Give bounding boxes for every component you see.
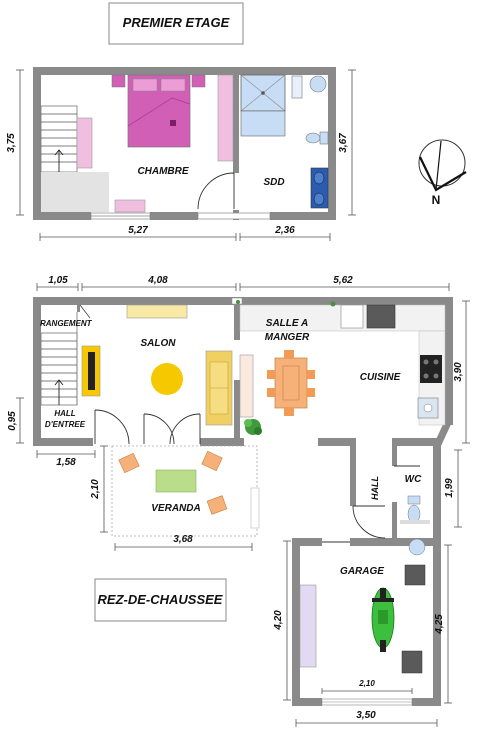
veranda [111, 445, 260, 537]
room-label-rangement: RANGEMENT [40, 319, 93, 328]
room-label-sdd: SDD [263, 177, 284, 188]
dim-upper-height-left: 3,75 [6, 133, 17, 153]
dim-upper-width-sdd: 2,36 [274, 225, 295, 236]
dining-table [267, 350, 315, 416]
dim-hall-entree-height: 0,95 [7, 411, 18, 431]
upper-floor-title: PREMIER ETAGE [123, 15, 230, 30]
sdd-fixtures [291, 75, 329, 209]
dim-veranda-width: 3,68 [173, 534, 193, 545]
room-label-salle-a-manger-line2: MANGER [265, 332, 310, 343]
upper-staircase [40, 105, 109, 212]
round-rug [151, 363, 183, 395]
room-label-salle-a-manger-line1: SALLE A [266, 318, 308, 329]
room-label-salon: SALON [141, 338, 177, 349]
chest [114, 199, 146, 213]
dim-wc-height: 1,99 [444, 478, 455, 498]
room-label-garage: GARAGE [340, 566, 384, 577]
ground-doors [94, 409, 420, 543]
room-label-hall-entree-line1: HALL [54, 409, 75, 418]
upper-dimension-lines [16, 69, 356, 241]
room-label-hall-entree-line2: D'ENTREE [45, 420, 86, 429]
sofa [205, 350, 233, 426]
wc-fixtures [400, 495, 430, 556]
dim-garage-door: 2,10 [358, 679, 375, 688]
dim-upper-width-chambre: 5,27 [128, 225, 148, 236]
upper-title-box [108, 2, 244, 45]
dim-garage-width: 3,50 [356, 710, 376, 721]
garage-contents [299, 564, 426, 674]
room-label-chambre: CHAMBRE [137, 166, 188, 177]
room-label-wc: WC [405, 474, 422, 485]
ground-dimension-lines [16, 283, 470, 727]
compass [418, 139, 467, 192]
kitchen [236, 300, 446, 426]
wardrobe [217, 74, 234, 162]
shower [240, 74, 286, 137]
dim-upper-height-right: 3,67 [338, 133, 349, 153]
dim-garage-left: 4,20 [273, 610, 284, 631]
ground-title-box [94, 578, 227, 622]
dim-ground-top-1: 1,05 [48, 275, 68, 286]
ground-staircase [40, 304, 91, 406]
dim-ground-top-3: 5,62 [333, 275, 353, 286]
dim-ground-top-2: 4,08 [147, 275, 168, 286]
dim-veranda-height: 2,10 [90, 479, 101, 500]
dim-ground-right: 3,90 [453, 362, 464, 382]
upper-windows [90, 212, 271, 220]
tv-unit [81, 345, 101, 397]
dim-garage-right: 4,25 [434, 614, 445, 635]
motorcycle-icon [371, 587, 395, 652]
chambre-door [197, 172, 235, 210]
bench [76, 117, 93, 169]
sideboard [239, 354, 254, 418]
dim-hall-entree-width: 1,58 [56, 457, 76, 468]
room-label-hall: HALL [370, 476, 380, 500]
room-label-cuisine: CUISINE [360, 372, 401, 383]
ground-floor-title: REZ-DE-CHAUSSEE [98, 592, 223, 607]
compass-north-label: N [432, 193, 441, 207]
bed [111, 74, 206, 148]
room-label-veranda: VERANDA [151, 503, 200, 514]
